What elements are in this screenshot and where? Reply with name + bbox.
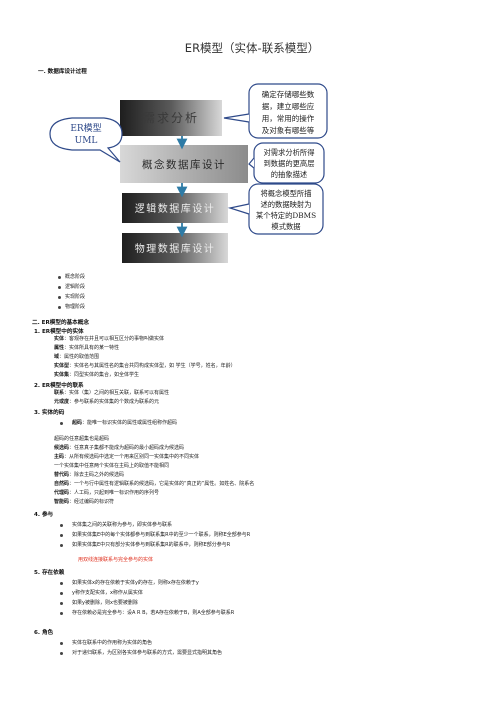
bullet-icon [58,296,61,299]
er-model-callout [49,117,123,163]
er-model-label: ER模型 [70,123,101,134]
bullet-icon [60,422,63,425]
definition-line: 联系：实体（集）之间的相互关联，联系可以有属性 [54,390,170,396]
definition-line: 代理码：人工码，只起到唯一标识作用的序列号 [54,490,160,496]
list-item: 逻辑阶段 [65,284,86,290]
stage-box-logical [122,193,228,223]
bullet-icon [60,642,63,645]
callout-text: 述的数据映射为 [260,200,311,209]
definition-line: 候选码：任意真子集都不能成为超码的最小超码成为候选码 [54,445,185,451]
stage-box-conceptual [120,145,248,183]
bullet-icon [60,534,63,537]
section-heading: 一. 数据库设计过程 [38,69,87,75]
definition-line: 主码：从所有候选码中选定一个用来区别同一实体集中的不同实体 [54,454,200,460]
callout-text: 据，建立哪些应 [262,101,315,111]
stage-label-requirements: 需求分析 [143,111,199,125]
bullet-icon [60,612,63,615]
stage-label-conceptual: 概念数据库设计 [142,158,226,171]
bullet-icon [58,286,61,289]
list-item: 实体在联系中的作用称为实体的角色 [72,640,153,646]
definition-line: 实体型：实体名与其属性名的集合共同构成实体型，如 学生（学号，姓名，年龄） [54,363,236,369]
list-item: 物理阶段 [65,304,86,310]
definition-line: 元或度：参与联系的实体集的个数成为联系的元 [54,399,160,405]
callout-text: 将概念模型所描 [260,189,311,198]
stage-label-physical: 物理数据库设计 [135,242,216,255]
definition-line: 超码的任意超集也是超码 [54,436,110,442]
list-item: 对于递归联系，为区别各实体参与联系的方式，需要显式指明其角色 [72,650,223,656]
list-item: 概念阶段 [65,274,86,280]
stage-box-physical [122,233,228,263]
subsection-heading: 6. 角色 [34,630,54,636]
stage-label-logical: 逻辑数据库设计 [135,202,216,215]
bullet-icon [60,524,63,527]
process-diagram: 需求分析 概念数据库设计 逻辑数据库设计 物理数据库设计 ER模型 UML 确定… [49,83,328,263]
note-text: 用双线连接联系与完全参与的实体 [78,557,154,563]
subsection-heading: 2. ER模型中的联系 [34,383,84,389]
list-item: 如果实体集E中的每个实体都参与到联系集R中的至少一个联系，则称E全部参与R [72,532,251,538]
bullet-icon [60,592,63,595]
definition-line: 自然码：一个与行中属性有逻辑联系的候选码，它是实体的“真正的”属性。如姓名、院系… [54,481,255,487]
uml-label: UML [75,136,98,146]
definition-line: 一个实体集中任意两个实体在主码上的取值不能相同 [54,463,170,469]
callout-text: 到数据的更高层 [263,159,314,168]
list-item: 如果实体集E中只有部分实体参与到联系集R的联系中，则称E部分参与R [72,542,231,548]
subsection-heading: 3. 实体的码 [34,410,65,416]
bullet-icon [58,306,61,309]
callout-text: 模式数据 [271,222,300,231]
list-item: 如果实体x的存在依赖于实体y的存在，则称x存在依赖于y [72,580,199,586]
bullet-icon [60,602,63,605]
stage-box-requirements [120,100,222,136]
callout-text: 确定存储哪些数 [262,89,315,99]
definition-line: 替代码：除去主码之外的候选码 [54,472,125,478]
page-title: ER模型（实体-联系模型） [184,41,320,55]
definition-line: 域：属性的取值范围 [54,354,100,360]
definition-line: 实体：客观存在并且可以相互区分的事物叫做实体 [54,336,165,342]
callout-text: 的抽象描述 [271,170,308,179]
bullet-icon [60,544,63,547]
section-heading: 二. ER模型的基本概念 [32,320,89,326]
subsection-heading: 1. ER模型中的实体 [34,329,84,335]
list-item: 实体集之间的关联称为参与，即实体参与联系 [72,522,173,528]
callout-text: 对需求分析所得 [263,148,314,157]
bullet-icon [60,652,63,655]
list-item: 如果y被删除，则x也要被删除 [72,600,138,606]
definition-line: 智能码：经过编码的标识符 [54,499,115,505]
bullet-icon [58,276,61,279]
subsection-heading: 5. 存在依赖 [34,570,65,576]
definition-line: 超码：能唯一标识实体的属性或属性组称作超码 [72,420,178,426]
list-item: 存在依赖必是完全参与：设A R B，若A存在依赖于B，则A全部参与联系R [72,610,235,616]
callout-requirements [248,83,328,139]
definition-line: 实体集：同型实体的集合，如全体学生 [54,372,140,378]
list-item: y称作支配实体，x称作从属实体 [72,590,143,596]
callout-text: 某个特定的DBMS [256,211,316,220]
list-item: 实现阶段 [65,294,86,300]
callout-text: 及对象有哪些等 [262,125,315,135]
bullet-icon [60,582,63,585]
callout-text: 用，常用的操作 [262,113,315,123]
subsection-heading: 4. 参与 [34,512,54,518]
definition-line: 属性：实体所具有的某一特性 [54,345,120,351]
